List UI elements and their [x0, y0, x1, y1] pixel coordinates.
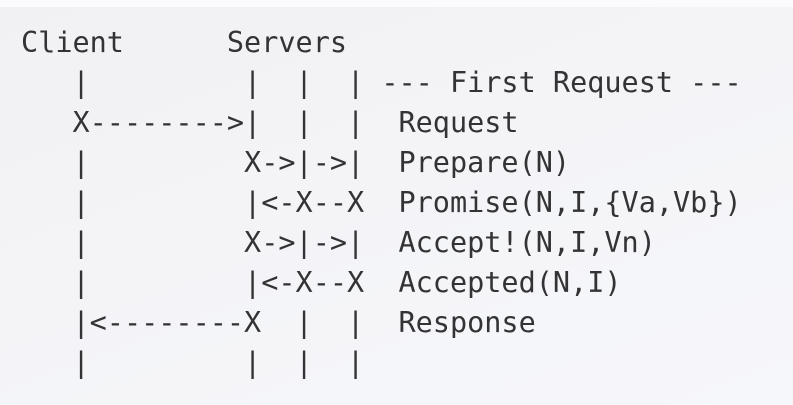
- diagram-row-promise: | |<-X--X Promise(N,I,{Va,Vb}): [21, 186, 742, 219]
- diagram-row-response: |<--------X | | Response: [21, 306, 536, 339]
- diagram-row-accept: | X->|->| Accept!(N,I,Vn): [21, 226, 656, 259]
- diagram-row-prepare: | X->|->| Prepare(N): [21, 146, 571, 179]
- diagram-row-first-request-header: | | | | --- First Request ---: [21, 66, 742, 99]
- diagram-row-accepted: | |<-X--X Accepted(N,I): [21, 266, 622, 299]
- diagram-row-request: X-------->| | | Request: [21, 106, 519, 139]
- diagram-lifelines-end-row: | | | |: [21, 346, 365, 379]
- top-strip: [0, 0, 793, 7]
- paxos-ascii-sequence-diagram: Client Servers | | | | --- First Request…: [21, 23, 742, 383]
- diagram-actor-header-row: Client Servers: [21, 26, 348, 59]
